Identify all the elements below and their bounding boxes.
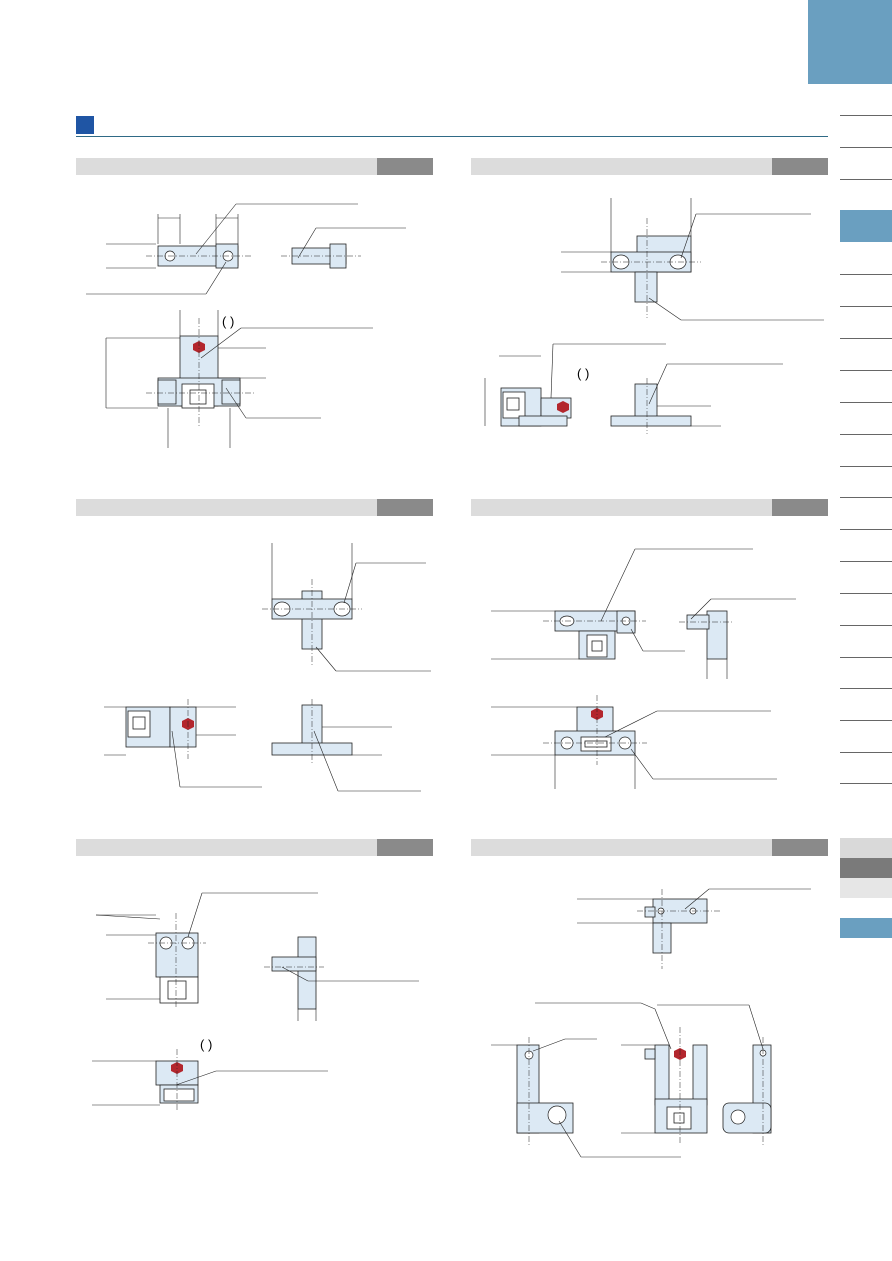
paren-label: ( ): [200, 1037, 212, 1052]
panel-header-2: [471, 158, 828, 175]
index-tab[interactable]: [840, 657, 892, 658]
mounting-mark-icon: [557, 401, 569, 413]
panel-5-drawing: ( ): [92, 892, 419, 1111]
panel-tag: [377, 499, 433, 516]
bracket-side-view: [657, 1004, 772, 1145]
index-tab[interactable]: [840, 402, 892, 403]
bracket-front-view: [104, 699, 262, 788]
index-tab[interactable]: [840, 306, 892, 307]
bracket-front-view: [92, 1049, 328, 1111]
panel-6-drawing: [491, 888, 811, 1158]
bracket-side-view: [679, 598, 796, 679]
bracket-front-view: [621, 1002, 708, 1145]
bracket-side-view: [610, 363, 783, 434]
bracket-top-view: [491, 548, 753, 660]
panel-tag: [772, 839, 828, 856]
index-tab[interactable]: [840, 338, 892, 339]
panel-tag: [772, 158, 828, 175]
bracket-top-view: [577, 888, 811, 969]
bracket-side-view: [281, 227, 406, 269]
index-tab[interactable]: [840, 752, 892, 753]
bracket-front-view: [484, 343, 666, 427]
index-tab-active[interactable]: [840, 210, 892, 242]
panel-header-4: [471, 499, 828, 516]
bracket-top-view: [86, 203, 358, 295]
panel-header-5: [76, 839, 433, 856]
chapter-corner-block: [808, 0, 892, 84]
panel-tag: [377, 839, 433, 856]
index-tab[interactable]: [840, 688, 892, 689]
index-tab[interactable]: [840, 466, 892, 467]
index-tab[interactable]: [840, 783, 892, 784]
paren-label: ( ): [222, 314, 234, 329]
panel-header-6: [471, 839, 828, 856]
mounting-mark-icon: [193, 341, 205, 353]
panel-3-drawing: [104, 543, 431, 792]
index-tab-light[interactable]: [840, 878, 892, 898]
side-index-tabs: [840, 0, 892, 1261]
index-tab[interactable]: [840, 529, 892, 530]
index-tab[interactable]: [840, 593, 892, 594]
bracket-l-front-view: [491, 1002, 681, 1158]
bracket-side-view: [271, 699, 421, 792]
index-tab[interactable]: [840, 115, 892, 116]
bracket-t-view: [561, 198, 824, 321]
index-tab[interactable]: [840, 434, 892, 435]
index-tab-blue[interactable]: [840, 918, 892, 938]
bracket-side-view: [264, 936, 419, 1021]
section-title-marker-icon: [76, 116, 94, 134]
index-tab[interactable]: [840, 561, 892, 562]
index-tab[interactable]: [840, 625, 892, 626]
panel-1-drawing: ( ): [86, 203, 406, 448]
panel-2-drawing: ( ): [484, 198, 824, 434]
paren-label: ( ): [577, 366, 589, 381]
bracket-top-view: [95, 892, 318, 1009]
index-tab-dark[interactable]: [840, 858, 892, 878]
panel-4-drawing: [491, 548, 796, 789]
index-tab[interactable]: [840, 147, 892, 148]
index-tab[interactable]: [840, 720, 892, 721]
panel-tag: [377, 158, 433, 175]
index-tab[interactable]: [840, 179, 892, 180]
index-tab[interactable]: [840, 274, 892, 275]
index-tab[interactable]: [840, 497, 892, 498]
panel-header-3: [76, 499, 433, 516]
bracket-front-view: [105, 310, 373, 448]
index-tab[interactable]: [840, 370, 892, 371]
bracket-t-view: [262, 543, 431, 672]
index-tab-gray[interactable]: [840, 838, 892, 858]
panel-header-1: [76, 158, 433, 175]
panel-tag: [772, 499, 828, 516]
bracket-front-view: [491, 695, 777, 789]
section-title-rule: [76, 136, 828, 137]
